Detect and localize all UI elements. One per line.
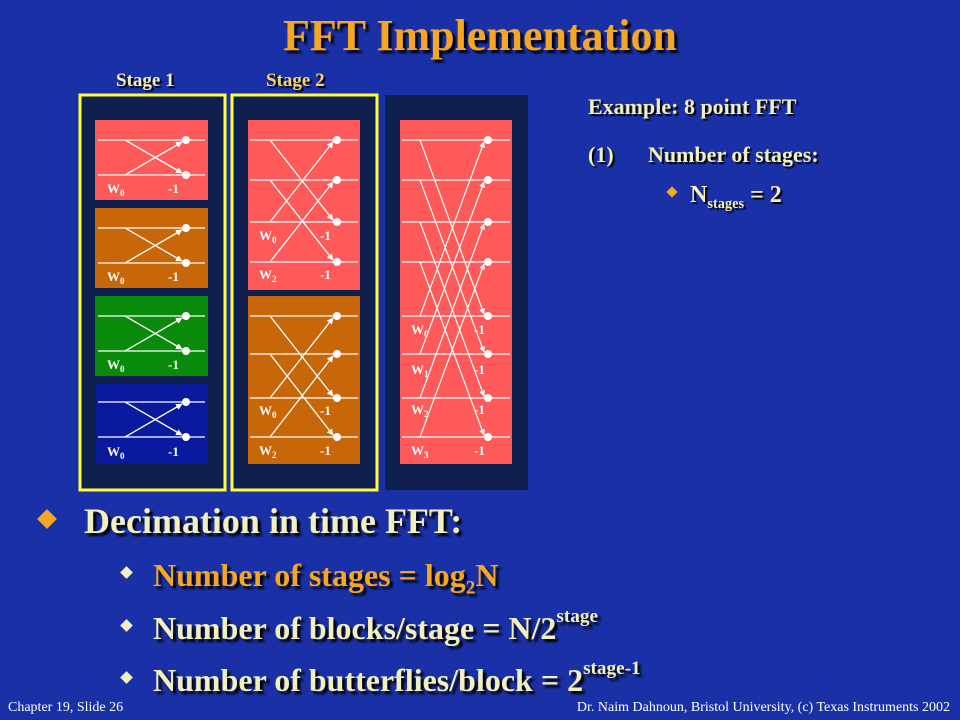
- minus-one-label: -1: [168, 357, 179, 372]
- example-item-1: (1) Number of stages:: [588, 142, 819, 168]
- slide-title: FFT Implementation: [283, 11, 677, 60]
- stage2-block-1: [248, 120, 360, 290]
- stage1-block-3: [95, 296, 208, 376]
- stage3-block: [400, 120, 512, 464]
- stage-2-label: Stage 2: [266, 70, 325, 91]
- sub-bullet-stages: Number of stages = log2N: [120, 557, 498, 599]
- minus-one-label: -1: [320, 267, 331, 282]
- bullet-diamond-icon: [120, 619, 133, 633]
- twiddle-label: W2: [259, 443, 277, 460]
- twiddle-label: W1: [411, 362, 429, 379]
- bullet-diamond-icon: [120, 566, 133, 580]
- minus-one-label: -1: [168, 444, 179, 459]
- footer-credit: Dr. Naim Dahnoun, Bristol University, (c…: [576, 700, 950, 715]
- minus-one-label: -1: [474, 402, 485, 417]
- minus-one-label: -1: [168, 269, 179, 284]
- twiddle-label: W0: [107, 181, 125, 198]
- twiddle-label: W0: [107, 357, 125, 374]
- twiddle-label: W0: [411, 322, 429, 339]
- item-number: (1): [588, 142, 614, 167]
- fft-butterfly-diagram: W0 -1 W0 -1 W0 -1 W0 -1 W0 -1 W2 -1 W0 -…: [78, 93, 528, 492]
- nstages-bullet: Nstages = 2: [666, 182, 782, 213]
- twiddle-label: W3: [411, 443, 429, 460]
- twiddle-label: W0: [107, 269, 125, 286]
- footer-chapter: Chapter 19, Slide 26: [8, 700, 124, 715]
- minus-one-label: -1: [168, 181, 179, 196]
- stage-1-label: Stage 1: [116, 70, 175, 91]
- twiddle-label: W0: [259, 228, 277, 245]
- stage1-block-1: [95, 120, 208, 200]
- twiddle-label: W2: [411, 402, 429, 419]
- minus-one-label: -1: [320, 228, 331, 243]
- twiddle-label: W0: [107, 444, 125, 461]
- item-text: Number of stages:: [648, 142, 819, 167]
- minus-one-label: -1: [474, 322, 485, 337]
- sub-bullet-butterflies: Number of butterflies/block = 2stage-1: [120, 658, 641, 699]
- stage1-block-2: [95, 208, 208, 288]
- minus-one-label: -1: [474, 362, 485, 377]
- bullet-diamond-icon: [666, 186, 678, 199]
- example-heading: Example: 8 point FFT: [588, 94, 797, 119]
- bullet-diamond-icon: [37, 508, 57, 529]
- stage2-block-2: [248, 296, 360, 464]
- minus-one-label: -1: [320, 443, 331, 458]
- minus-one-label: -1: [474, 443, 485, 458]
- stage1-block-4: [95, 384, 208, 464]
- twiddle-label: W0: [259, 403, 277, 420]
- main-bullet: Decimation in time FFT:: [37, 500, 462, 542]
- minus-one-label: -1: [320, 403, 331, 418]
- sub-bullet-blocks: Number of blocks/stage = N/2stage: [120, 606, 598, 647]
- twiddle-label: W2: [259, 267, 277, 284]
- bullet-diamond-icon: [120, 671, 133, 685]
